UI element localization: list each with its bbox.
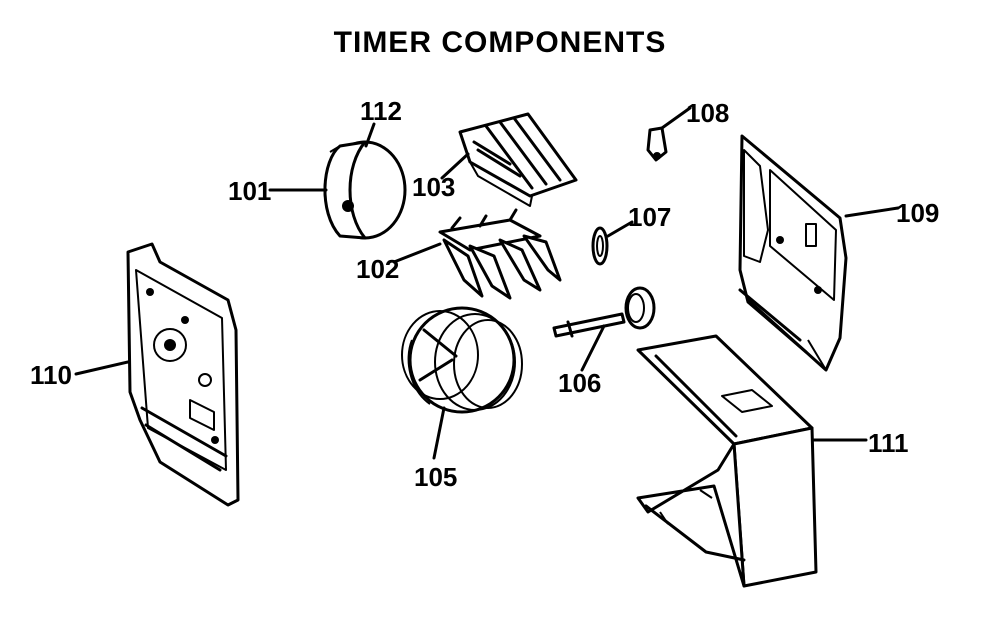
diagram-title: TIMER COMPONENTS xyxy=(333,26,667,59)
part-109-bracket xyxy=(738,134,848,372)
callout-103: 103 xyxy=(412,152,470,202)
callout-111: 111 xyxy=(812,428,909,458)
part-102-contacts xyxy=(438,208,562,300)
label-101: 101 xyxy=(228,176,271,206)
part-106-shaft xyxy=(552,286,656,338)
callout-101: 101 xyxy=(228,176,328,206)
label-106: 106 xyxy=(558,368,601,398)
callout-112: 112 xyxy=(360,96,402,148)
callout-107: 107 xyxy=(606,202,671,238)
callout-105: 105 xyxy=(414,406,457,492)
label-107: 107 xyxy=(628,202,671,232)
part-111-housing xyxy=(636,334,818,588)
part-103-switch-block xyxy=(458,112,578,207)
part-101-motor xyxy=(323,140,407,240)
label-102: 102 xyxy=(356,254,399,284)
part-110-frame xyxy=(126,242,240,507)
label-109: 109 xyxy=(896,198,939,228)
callout-108: 108 xyxy=(660,98,729,130)
callout-102: 102 xyxy=(356,242,442,284)
label-105: 105 xyxy=(414,462,457,492)
part-107-spring xyxy=(591,226,609,266)
label-110: 110 xyxy=(30,360,72,390)
callout-110: 110 xyxy=(30,360,130,390)
callout-109: 109 xyxy=(844,198,939,228)
callout-106: 106 xyxy=(558,324,606,398)
part-105-cam xyxy=(401,306,523,414)
label-111: 111 xyxy=(868,428,909,458)
label-112: 112 xyxy=(360,96,402,126)
label-108: 108 xyxy=(686,98,729,128)
part-108-clip xyxy=(646,126,668,162)
label-103: 103 xyxy=(412,172,455,202)
